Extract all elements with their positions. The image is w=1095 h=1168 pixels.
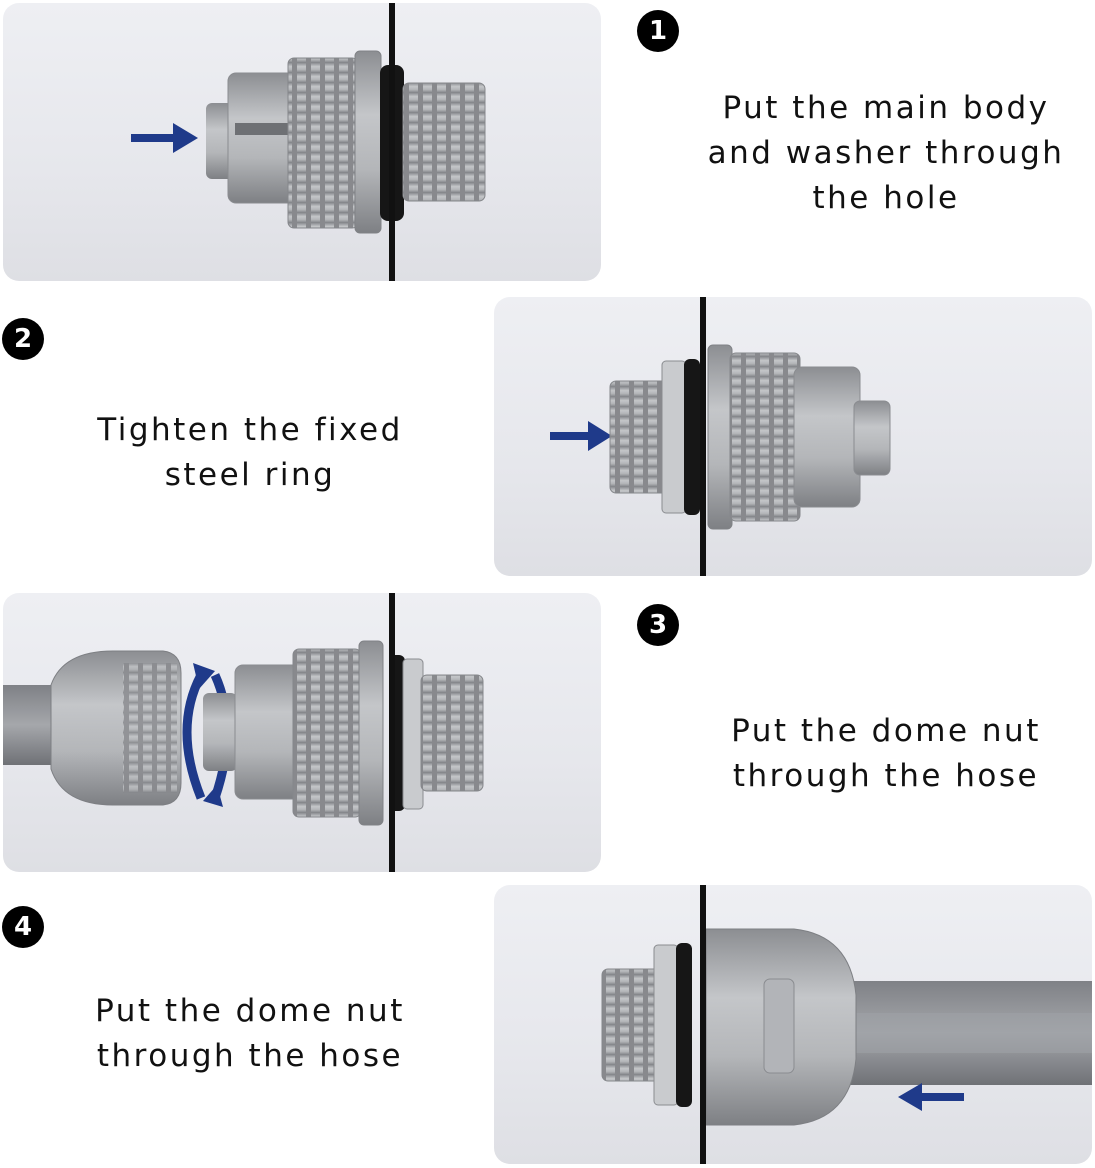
step-4-caption-line-1: Put the dome nut	[95, 993, 405, 1029]
step-1-badge: 1	[637, 10, 679, 52]
step-1-caption-line-1: Put the main body	[722, 90, 1050, 126]
step-2-caption: Tighten the fixed steel ring	[40, 408, 460, 498]
step-2-image	[494, 297, 1092, 576]
step-2-caption-line-2: steel ring	[164, 457, 336, 493]
step-4-caption: Put the dome nut through the hose	[40, 989, 460, 1079]
step-2-caption-line-1: Tighten the fixed	[97, 412, 403, 448]
step-3-caption-line-1: Put the dome nut	[731, 713, 1041, 749]
step-1-caption: Put the main body and washer through the…	[676, 86, 1095, 221]
step-3-caption-line-2: through the hose	[732, 758, 1040, 794]
step-4-caption-line-2: through the hose	[96, 1038, 404, 1074]
direction-arrow-icon	[898, 1083, 964, 1111]
step-4-badge: 4	[2, 906, 44, 948]
step-1-caption-line-3: the hole	[812, 180, 960, 216]
direction-arrow-icon	[550, 421, 612, 451]
step-1-caption-line-2: and washer through	[707, 135, 1065, 171]
step-1-image	[3, 3, 601, 281]
step-3-image	[3, 593, 601, 872]
step-3-badge: 3	[637, 604, 679, 646]
step-2-badge: 2	[2, 318, 44, 360]
step-3-caption: Put the dome nut through the hose	[676, 709, 1095, 799]
step-4-image	[494, 885, 1092, 1164]
direction-arrow-icon	[131, 123, 198, 153]
